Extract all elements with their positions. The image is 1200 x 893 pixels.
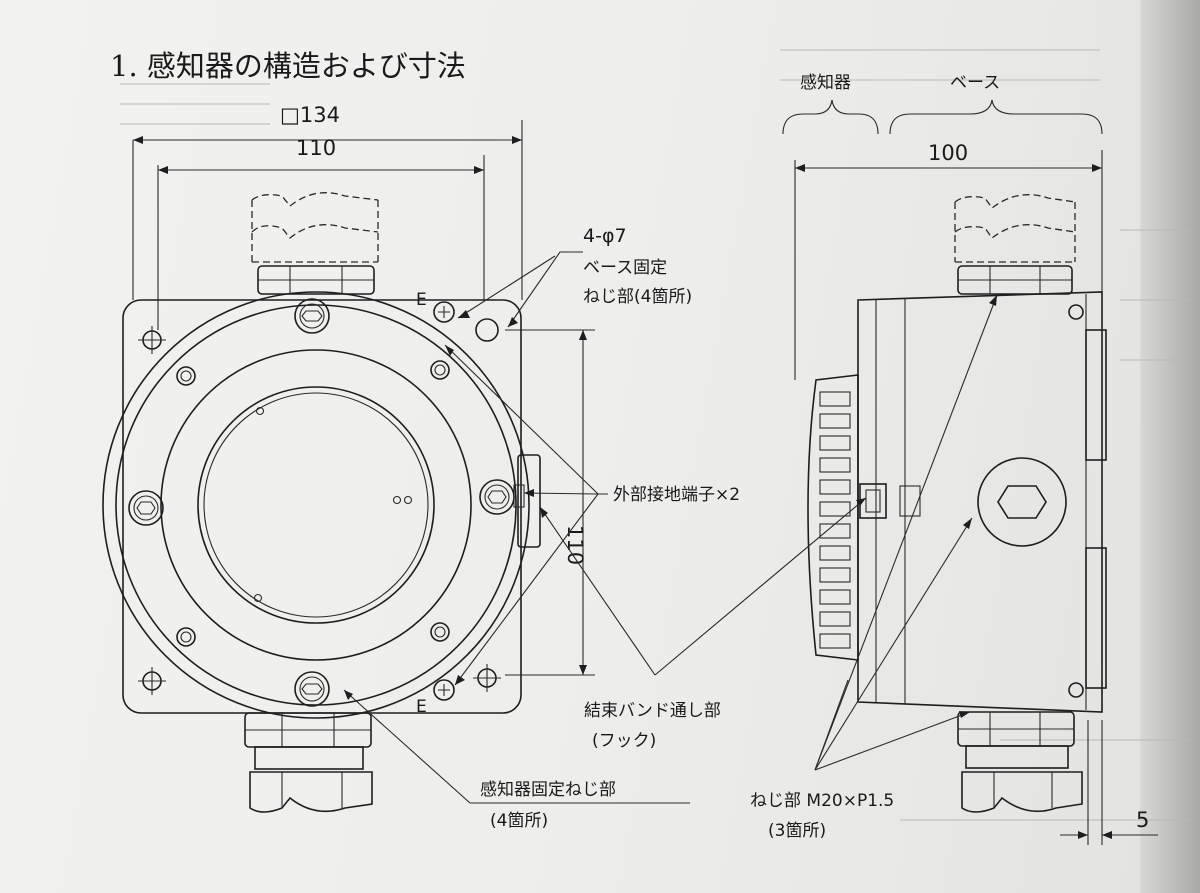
sensor-screw-right [479,479,515,515]
front-view: □134 110 110 E E [102,103,595,813]
earth-mark-bottom: E [416,697,427,717]
hole-note-size: 4-φ7 [583,225,627,247]
callout-thread-line2: (3箇所) [768,821,826,841]
hole-note-label: ベース固定 [583,258,667,278]
section-title: 1. 感知器の構造および寸法 [110,49,466,83]
dim-outer-width: □134 [280,103,340,127]
callout-band-line2: (フック) [592,731,656,751]
side-label-base: ベース [950,73,1000,93]
dim-depth: 100 [928,141,968,165]
sensor-screw-left [128,490,164,526]
sensor-screw-bottom [294,671,330,707]
earth-mark-top: E [416,290,427,310]
background-ghost-table [120,49,1190,821]
callout-thread-line1: ねじ部 M20×P1.5 [750,791,894,811]
hole-note-count: ねじ部(4箇所) [583,287,692,307]
callout-ground-terminal: 外部接地端子×2 [613,485,740,505]
callout-band-line1: 結束バンド通し部 [584,701,721,721]
callout-sensor-screw-line1: 感知器固定ねじ部 [480,780,616,800]
sensor-screw-top [294,298,330,334]
dim-inner-width: 110 [296,136,336,160]
sensor-ribs [819,391,851,649]
dim-offset: 5 [1136,808,1149,832]
side-label-sensor: 感知器 [800,73,851,93]
side-view: 感知器 ベース 100 [782,73,1158,845]
callout-sensor-screw-line2: (4箇所) [490,811,548,831]
page-edge-shadow [1140,0,1200,893]
